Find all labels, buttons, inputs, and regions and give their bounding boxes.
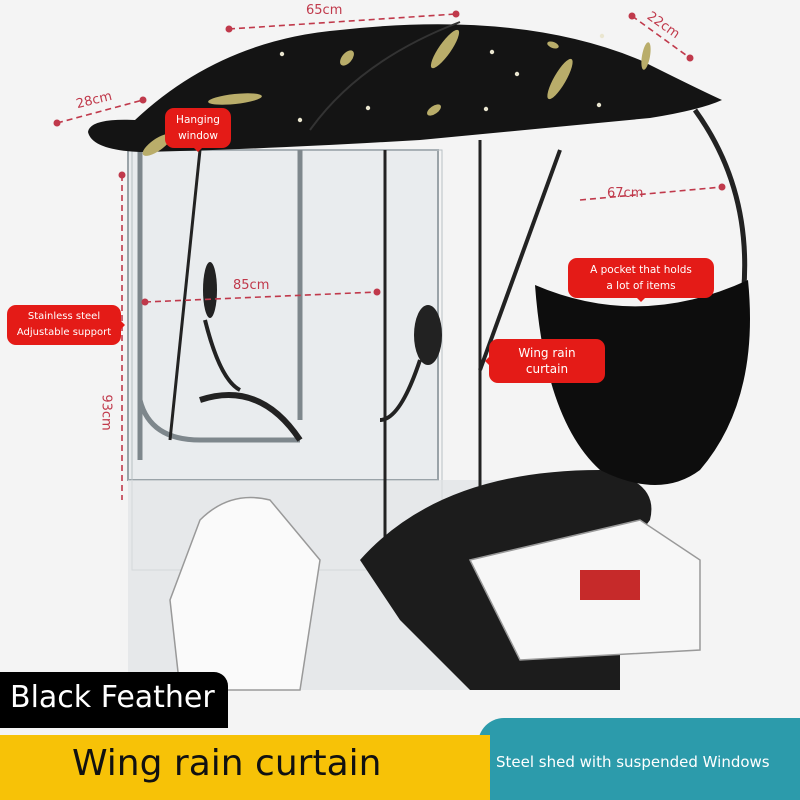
dim-rear-depth: 67cm [607, 186, 644, 201]
feather-pattern [142, 29, 651, 156]
mirror-left [203, 262, 217, 318]
canopy-roof [88, 24, 722, 152]
dim-roof-length: 65cm [306, 3, 343, 18]
callout-wing-rain-curtain: Wing rain curtain [485, 339, 605, 383]
windshield [127, 149, 439, 481]
subtitle-banner: Steel shed with suspended Windows [478, 718, 800, 800]
callout-pocket: A pocket that holds a lot of items [568, 258, 714, 302]
main-title: Wing rain curtain [72, 743, 382, 784]
color-name-tag: Black Feather [0, 672, 228, 728]
scooter-front [169, 496, 321, 691]
callout-hanging-window: Hanging window [165, 108, 231, 152]
mirror-right [414, 305, 442, 365]
callout-stainless-steel: Stainless steel Adjustable support [7, 305, 125, 345]
color-name: Black Feather [10, 680, 215, 715]
title-banner: Wing rain curtain [0, 735, 490, 800]
dim-height: 93cm [98, 394, 114, 431]
wing-rain-curtain [535, 280, 750, 485]
dimension-lines [56, 13, 723, 500]
subtitle: Steel shed with suspended Windows [496, 753, 770, 771]
dim-width: 85cm [233, 278, 270, 293]
